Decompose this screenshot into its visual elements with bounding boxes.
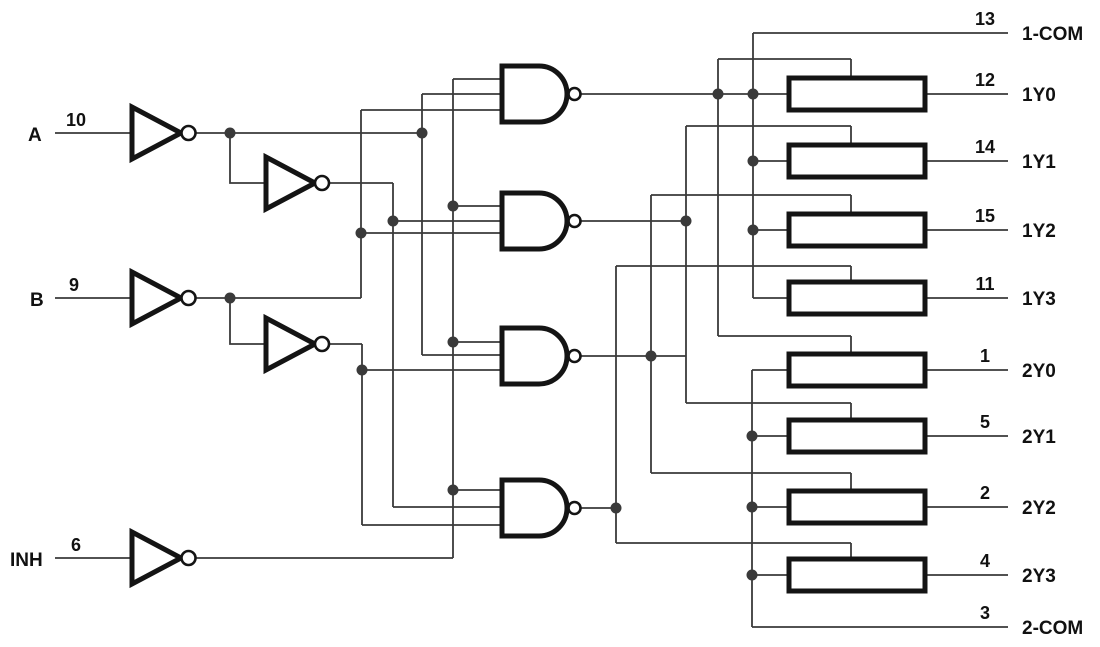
inverter-triangle (129, 102, 187, 164)
inverter-b1 (129, 267, 197, 329)
nand-gate-ch3 (499, 477, 582, 539)
transmission-gate-1y3 (786, 279, 928, 317)
inverter-a1 (129, 102, 197, 164)
switch-bank-1 (786, 75, 928, 317)
output-label-2y0: 2Y0 (1022, 361, 1056, 382)
transmission-gate-1y2 (786, 211, 928, 249)
input-label-b: B (30, 290, 44, 311)
wire-nand2-control (581, 125, 852, 420)
input-pin-inh: 6 (71, 535, 81, 555)
output-label-1y3: 1Y3 (1022, 289, 1056, 310)
junction-dot (747, 155, 759, 167)
wire-switch-outputs (925, 93, 1008, 576)
nand-bubble-icon (567, 348, 582, 364)
junction-dot (712, 88, 724, 100)
wire-a-true-bus (329, 182, 502, 508)
wire-com2-bus (751, 369, 1008, 628)
output-pin-2y3: 4 (980, 551, 990, 571)
nand-bubble-icon (567, 86, 582, 102)
transmission-gate-2y1 (786, 417, 928, 455)
input-label-a: A (28, 125, 42, 146)
nand-gate-ch0 (499, 63, 582, 125)
output-label-2y1: 2Y1 (1022, 427, 1056, 448)
junction-dot (356, 364, 368, 376)
junction-dot (447, 200, 459, 212)
junction-dot (747, 88, 759, 100)
wire-nand3-control (581, 194, 852, 491)
output-labels: 13 1-COM 12 1Y0 14 1Y1 15 1Y2 11 1Y3 1 2… (975, 9, 1083, 639)
inverter-inh (129, 527, 197, 589)
output-pin-1y1: 14 (975, 137, 995, 157)
inverter-triangle (129, 527, 187, 589)
output-pin-2y0: 1 (980, 346, 990, 366)
nand-gate-ch2 (499, 325, 582, 387)
wire-inh-bus (196, 78, 502, 559)
inverter-bubble-icon (180, 549, 197, 567)
output-pin-2com: 3 (980, 603, 990, 623)
output-pin-2y2: 2 (980, 483, 990, 503)
junction-dot (610, 502, 622, 514)
nand-gate-ch1 (499, 190, 582, 252)
input-pin-b: 9 (69, 275, 79, 295)
junction-dot (747, 224, 759, 236)
junction-dot (680, 215, 692, 227)
wires (55, 32, 1008, 628)
transmission-gate-1y1 (786, 142, 928, 180)
output-label-1com: 1-COM (1022, 24, 1083, 45)
junction-dots (224, 88, 759, 581)
inverter-b2 (263, 313, 331, 375)
junction-dot (746, 430, 758, 442)
wire-a-inverted (196, 132, 422, 184)
transmission-gate-2y3 (786, 556, 928, 594)
inverter-triangle (263, 152, 321, 214)
nand-body (499, 63, 570, 125)
junction-dot (447, 336, 459, 348)
output-pin-1com: 13 (975, 9, 995, 29)
inverter-bubble-icon (313, 335, 331, 353)
junction-dot (387, 215, 399, 227)
wire-a-comp-bus (421, 93, 502, 356)
nand-bubble-icon (567, 500, 582, 516)
junction-dot (746, 569, 758, 581)
junction-dot (447, 484, 459, 496)
input-labels: A 10 B 9 INH 6 (10, 110, 86, 571)
input-pin-a: 10 (66, 110, 86, 130)
inverter-triangle (129, 267, 187, 329)
transmission-gate-1y0 (786, 75, 928, 113)
switch-bank-2 (786, 351, 928, 594)
wire-nand4-control (581, 265, 852, 559)
output-label-2com: 2-COM (1022, 618, 1083, 639)
junction-dot (746, 501, 758, 513)
wire-nand1-control (581, 58, 852, 354)
output-pin-1y3: 11 (975, 274, 994, 294)
output-pin-1y2: 15 (975, 206, 995, 226)
junction-dot (416, 127, 428, 139)
inverter-triangle (263, 313, 321, 375)
inverter-bubble-icon (180, 289, 197, 307)
output-label-2y3: 2Y3 (1022, 566, 1056, 587)
output-label-1y1: 1Y1 (1022, 152, 1056, 173)
transmission-gate-2y0 (786, 351, 928, 389)
junction-dot (645, 350, 657, 362)
output-pin-2y1: 5 (980, 412, 990, 432)
transmission-gate-2y2 (786, 488, 928, 526)
inverter-bubble-icon (180, 124, 197, 142)
junction-dot (224, 127, 236, 139)
inverter-a2 (263, 152, 331, 214)
nand-bubble-icon (567, 213, 582, 229)
wire-b-inverted (196, 109, 502, 345)
output-label-2y2: 2Y2 (1022, 498, 1056, 519)
input-label-inh: INH (10, 550, 43, 571)
nand-body (499, 477, 570, 539)
inverter-bubble-icon (313, 174, 331, 192)
output-label-1y2: 1Y2 (1022, 221, 1056, 242)
output-label-1y0: 1Y0 (1022, 85, 1056, 106)
nand-body (499, 190, 570, 252)
wire-b-true-bus (329, 343, 502, 526)
output-pin-1y0: 12 (975, 70, 995, 90)
nand-body (499, 325, 570, 387)
junction-dot (355, 227, 367, 239)
junction-dot (224, 292, 236, 304)
